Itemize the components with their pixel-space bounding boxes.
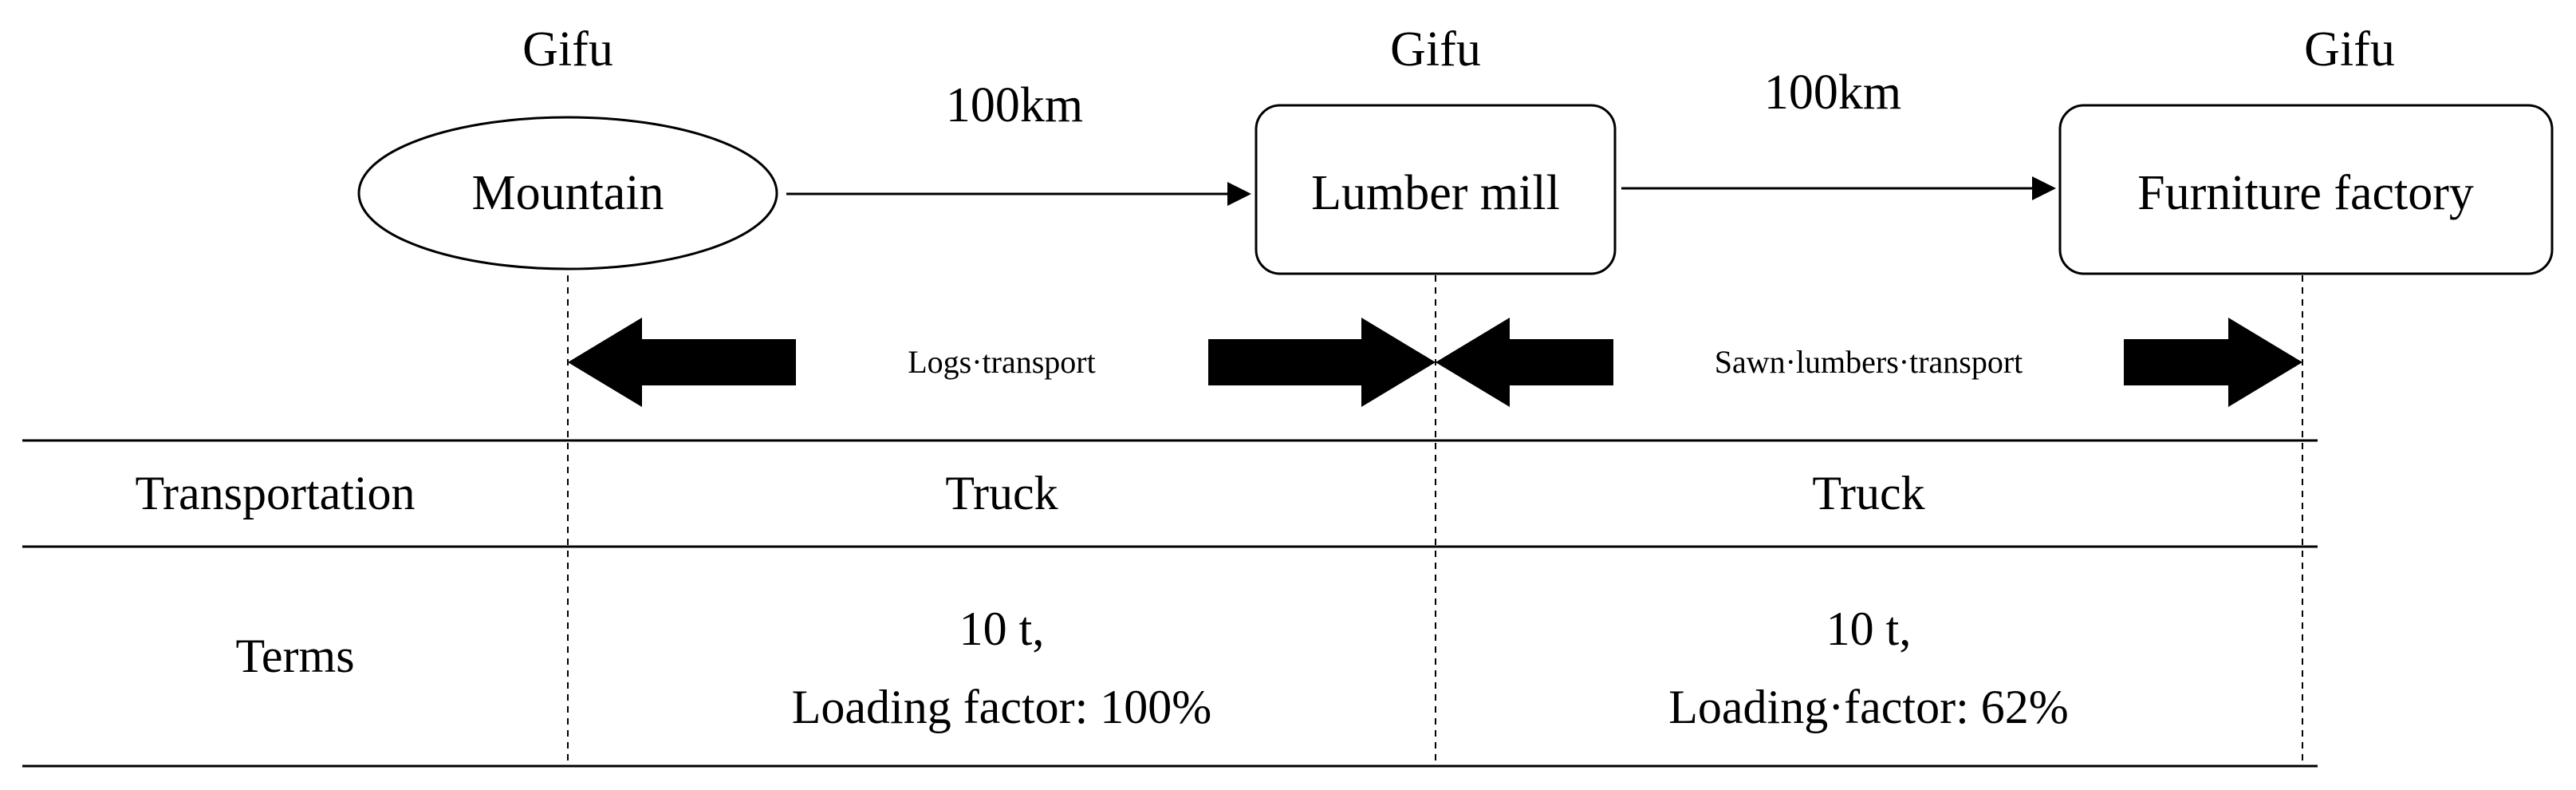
sawn-lumbers-transport-arrow: Sawn·lumbers·transport bbox=[1436, 318, 2302, 407]
table-rules bbox=[22, 439, 2318, 768]
logs-transport-arrow: Logs·transport bbox=[568, 318, 1436, 407]
furniture-factory-node: Furniture factory bbox=[2058, 104, 2554, 275]
right-arrow-head bbox=[1361, 318, 1436, 407]
left-arrow-shaft bbox=[1510, 339, 1613, 385]
right-arrow-shaft bbox=[1208, 339, 1361, 385]
furniture-factory-label: Furniture factory bbox=[2137, 166, 2474, 220]
mountain-ellipse bbox=[357, 116, 778, 271]
dashed-guides bbox=[567, 275, 2303, 766]
row-header-terms: Terms bbox=[235, 630, 354, 682]
furniture-factory-region-label: Gifu bbox=[2304, 22, 2395, 77]
row-header-transportation: Transportation bbox=[135, 467, 415, 519]
lumber-mill-node: Lumber mill bbox=[1255, 104, 1617, 275]
mountain-node: Mountain bbox=[357, 116, 778, 271]
left-arrow-shaft bbox=[642, 339, 796, 385]
mountain-label: Mountain bbox=[471, 166, 664, 220]
edge-mountain-to-lumber-mill: 100km bbox=[786, 78, 1251, 206]
edge-distance-label: 100km bbox=[946, 78, 1083, 132]
table-row-terms: Terms 10 t, Loading factor: 100% 10 t, L… bbox=[235, 602, 2068, 733]
cell-terms-sawn-loading-factor: Loading·factor: 62% bbox=[1668, 681, 2068, 733]
lumber-mill-label: Lumber mill bbox=[1311, 166, 1560, 220]
edge-lumber-mill-to-furniture-factory: 100km bbox=[1621, 65, 2056, 200]
furniture-factory-box bbox=[2058, 104, 2554, 275]
sawn-lumbers-transport-label: Sawn·lumbers·transport bbox=[1715, 344, 2023, 380]
cell-transportation-logs: Truck bbox=[945, 467, 1058, 519]
left-arrow-head bbox=[568, 318, 642, 407]
right-arrow-shaft bbox=[2124, 339, 2228, 385]
logs-transport-label: Logs·transport bbox=[908, 344, 1096, 380]
edge-distance-label: 100km bbox=[1764, 65, 1901, 120]
mountain-region-label: Gifu bbox=[522, 22, 613, 77]
cell-terms-logs-capacity: 10 t, bbox=[959, 602, 1045, 655]
cell-transportation-sawn-lumbers: Truck bbox=[1812, 467, 1924, 519]
table-row-transportation: Transportation Truck Truck bbox=[135, 467, 1924, 519]
right-arrow-head bbox=[2228, 318, 2302, 407]
lumber-mill-region-label: Gifu bbox=[1390, 22, 1481, 77]
left-arrow-head bbox=[1436, 318, 1510, 407]
cell-terms-sawn-capacity: 10 t, bbox=[1826, 602, 1912, 655]
cell-terms-logs-loading-factor: Loading factor: 100% bbox=[792, 681, 1212, 733]
lumber-mill-box bbox=[1255, 104, 1617, 275]
